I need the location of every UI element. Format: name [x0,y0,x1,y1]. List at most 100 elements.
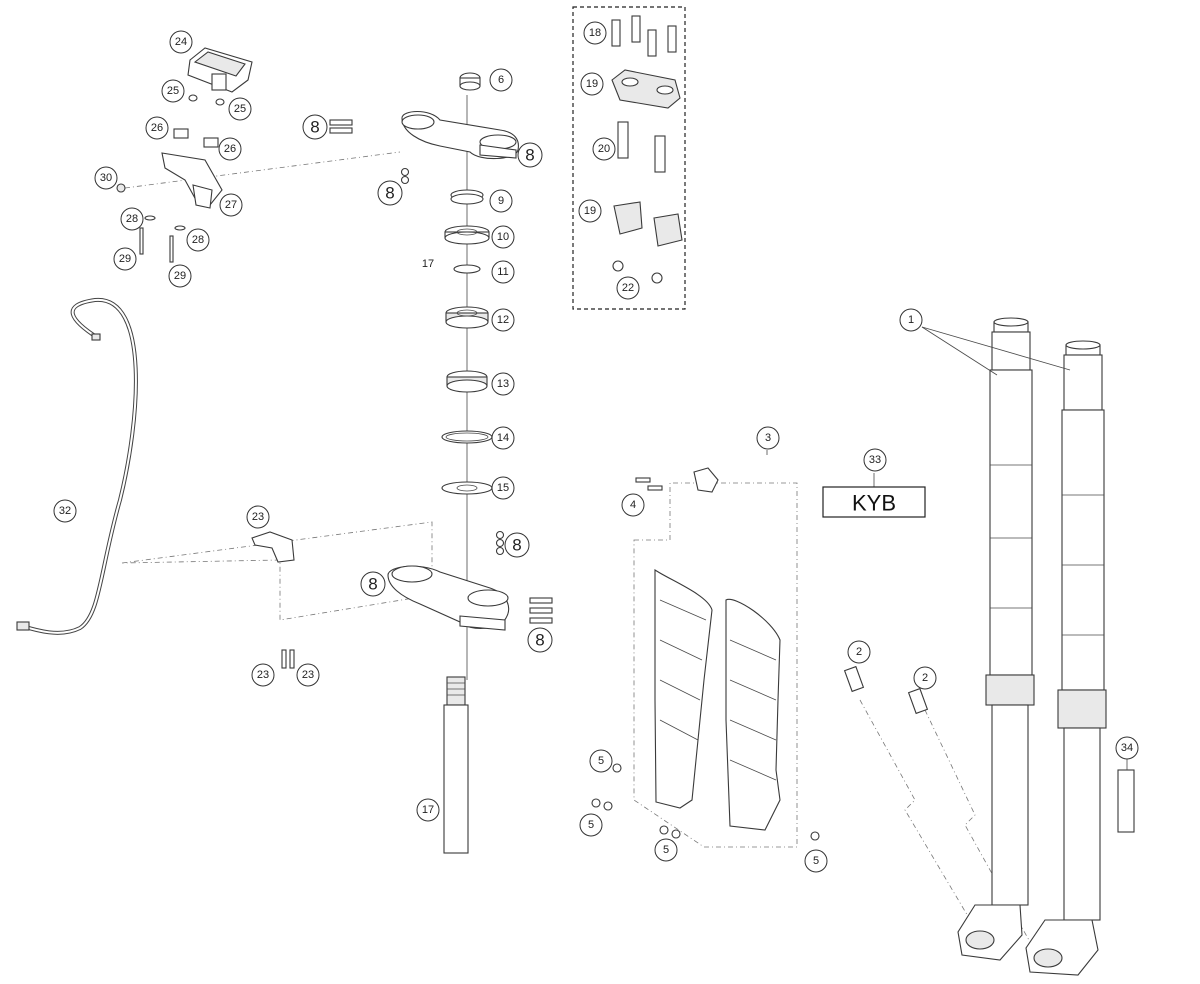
callout-label: 13 [497,378,509,390]
callout-circle [899,308,923,332]
callout-circle [489,189,513,213]
part-label-text: 8 [368,575,377,594]
callout-circle [145,116,169,140]
callout-label: 6 [498,74,504,86]
callout-circle [654,838,678,862]
callout-29: 29 [113,247,137,271]
part-label-circle [377,180,403,206]
spacer-26-left [173,128,189,139]
callout-label: 20 [598,143,610,155]
callout-1: 1 [899,308,923,332]
callout-label: 34 [1121,742,1133,754]
callout-label: 10 [497,231,509,243]
leader-1-right [921,326,1071,371]
callout-22: 22 [616,276,640,300]
callout-label: 18 [589,27,601,39]
callout-circle [491,476,515,500]
guard-bracket-4 [635,467,719,493]
callout-circle [579,813,603,837]
washer-15 [441,481,493,495]
callout-circle [416,798,440,822]
clamp-nuts-lower [495,530,505,556]
callout-circle [756,426,780,450]
leader-30-to-clamp [124,151,401,189]
callout-circle [169,30,193,54]
callout-label: 19 [586,78,598,90]
callout-label: 33 [869,454,881,466]
part-label-circle [302,114,328,140]
clamp-bolts-lower [529,597,553,624]
callout-circle [913,666,937,690]
clamp-bolts-18 [611,15,677,57]
washer-9 [450,189,484,205]
cable-top-fitting [91,333,101,341]
callout-label: 28 [126,213,138,225]
washer-28-left [144,215,156,221]
callout-17: 17 [416,798,440,822]
callout-circle [113,247,137,271]
callout-26: 26 [145,116,169,140]
callout-label: 27 [225,199,237,211]
spacer-26-right [203,137,219,148]
callout-label: 32 [59,505,71,517]
callout-25: 25 [228,97,252,121]
callout-label: 24 [175,36,187,48]
callout-label: 26 [151,122,163,134]
cable-guide-screws-23 [281,649,295,669]
callout-19: 19 [580,72,604,96]
callout-label: 17 [422,804,434,816]
upper-handlebar-clamp-19 [611,69,681,109]
part-label-circle [360,571,386,597]
kyb-label-box [822,486,926,518]
callout-label: 5 [663,844,669,856]
callout-28: 28 [120,207,144,231]
instrument-cluster [187,47,253,93]
fork-guard-left [654,568,713,809]
callout-circle [168,264,192,288]
callout-circle [186,228,210,252]
callout-label: 9 [498,195,504,207]
callout-3: 3 [756,426,780,450]
callout-label: 4 [630,499,636,511]
callout-5: 5 [804,849,828,873]
part-label-8: 8 [517,142,543,168]
part-label-circle [527,627,553,653]
callout-label: 11 [497,266,508,278]
callout-6: 6 [489,68,513,92]
callout-5: 5 [579,813,603,837]
nut-30 [116,183,126,193]
guard-screws-5 [591,763,820,841]
callout-label: 5 [813,855,819,867]
fork-protector-34 [1117,769,1135,833]
callout-label: 23 [252,511,264,523]
callout-23: 23 [246,505,270,529]
bearing-12 [445,306,489,329]
callout-circle [804,849,828,873]
handlebar-bolts-20 [617,121,666,173]
callout-circle [847,640,871,664]
callout-circle [296,663,320,687]
callout-11: 11 [491,260,515,284]
callout-27: 27 [219,193,243,217]
fork-guard-right [725,598,781,831]
callout-4: 4 [621,493,645,517]
callout-5: 5 [654,838,678,862]
fork-leg-right [1025,340,1107,976]
part-label-8: 8 [504,532,530,558]
callout-2: 2 [913,666,937,690]
callout-circle [251,663,275,687]
callout-18: 18 [583,21,607,45]
callout-circle [94,166,118,190]
callout-circle [491,225,515,249]
callout-32: 32 [53,499,77,523]
callout-circle [1115,736,1139,760]
speedo-cable-inner [21,298,137,634]
callout-34: 34 [1115,736,1139,760]
callout-19: 19 [578,199,602,223]
clamp-kit-box [572,6,686,310]
part-label-8: 8 [377,180,403,206]
clamp-bolts-upper [329,119,353,134]
callout-label: 5 [598,755,604,767]
callout-circle [491,260,515,284]
part-label-text: 8 [525,146,534,165]
